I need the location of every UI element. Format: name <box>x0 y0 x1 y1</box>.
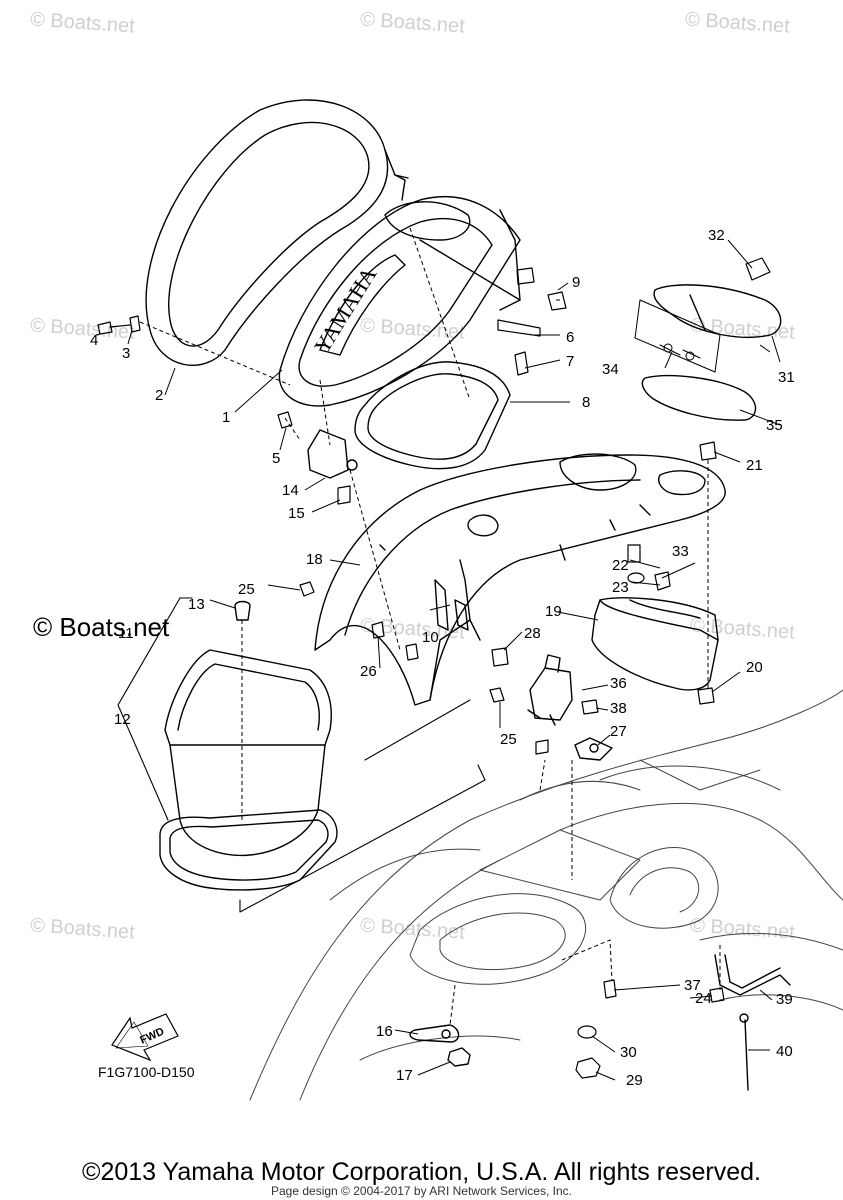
callout-13: 13 <box>188 596 205 613</box>
callout-20: 20 <box>746 659 763 676</box>
callout-31: 31 <box>778 369 795 386</box>
diagram-code: F1G7100-D150 <box>98 1064 195 1080</box>
callout-30: 30 <box>620 1044 637 1061</box>
callout-17: 17 <box>396 1067 413 1084</box>
callout-3: 3 <box>122 345 130 362</box>
callout-33: 33 <box>672 543 689 560</box>
part-17-nut <box>447 1047 471 1067</box>
callout-27: 27 <box>610 723 627 740</box>
part-1-hood <box>278 174 521 407</box>
group-brackets <box>117 597 486 913</box>
callout-40: 40 <box>776 1043 793 1060</box>
callout-labels: 1 2 3 4 5 6 7 8 9 10 11 12 13 14 15 16 1… <box>90 227 795 1089</box>
part-12-storage-bin <box>159 600 338 891</box>
callout-22: 22 <box>612 557 629 574</box>
part-34-hinge <box>634 299 721 373</box>
part-31-lid <box>653 284 782 338</box>
callout-29: 29 <box>626 1072 643 1089</box>
callout-39: 39 <box>776 991 793 1008</box>
callout-6: 6 <box>566 329 574 346</box>
callout-16: 16 <box>376 1023 393 1040</box>
alignment-lines <box>139 227 721 1026</box>
callout-28: 28 <box>524 625 541 642</box>
part-19-glovebox <box>591 597 719 691</box>
callout-19: 19 <box>545 603 562 620</box>
callout-26: 26 <box>360 663 377 680</box>
part-8-gasket <box>354 361 511 470</box>
page-design-credit: Page design © 2004-2017 by ARI Network S… <box>270 1184 572 1198</box>
callout-36: 36 <box>610 675 627 692</box>
callout-9: 9 <box>572 274 580 291</box>
callout-2: 2 <box>155 387 163 404</box>
callout-10: 10 <box>422 629 439 646</box>
callout-35: 35 <box>766 417 783 434</box>
callout-37: 37 <box>684 977 701 994</box>
hull-outline <box>249 689 843 1101</box>
callout-7: 7 <box>566 353 574 370</box>
callout-18: 18 <box>306 551 323 568</box>
callout-11: 11 <box>118 625 134 642</box>
callout-32: 32 <box>708 227 725 244</box>
leader-lines <box>95 239 781 1081</box>
fwd-arrow-icon: FWD <box>111 1013 179 1062</box>
callout-8: 8 <box>582 394 590 411</box>
callout-5: 5 <box>272 450 280 467</box>
callout-21: 21 <box>746 457 763 474</box>
part-2-cowl <box>145 99 409 366</box>
part-18-deck <box>314 453 726 706</box>
callout-12: 12 <box>114 711 131 728</box>
callout-23: 23 <box>612 579 629 596</box>
part-27-bracket <box>574 737 613 761</box>
callout-25: 25 <box>238 581 255 598</box>
part-40-rod <box>739 1013 749 1091</box>
callout-14: 14 <box>282 482 299 499</box>
callout-15: 15 <box>288 505 305 522</box>
part-14-clamp <box>307 429 358 479</box>
boats-watermark: © Boats.net <box>33 612 170 642</box>
callout-1: 1 <box>222 409 230 426</box>
callout-24: 24 <box>695 990 712 1007</box>
callout-34: 34 <box>602 361 619 378</box>
fasteners <box>97 257 771 1079</box>
callout-25: 25 <box>500 731 517 748</box>
callout-4: 4 <box>90 332 98 349</box>
copyright-notice: ©2013 Yamaha Motor Corporation, U.S.A. A… <box>82 1158 761 1186</box>
part-39-bracket <box>714 954 791 996</box>
callout-38: 38 <box>610 700 627 717</box>
part-36-latch <box>527 654 573 726</box>
part-35-pad <box>641 374 757 421</box>
